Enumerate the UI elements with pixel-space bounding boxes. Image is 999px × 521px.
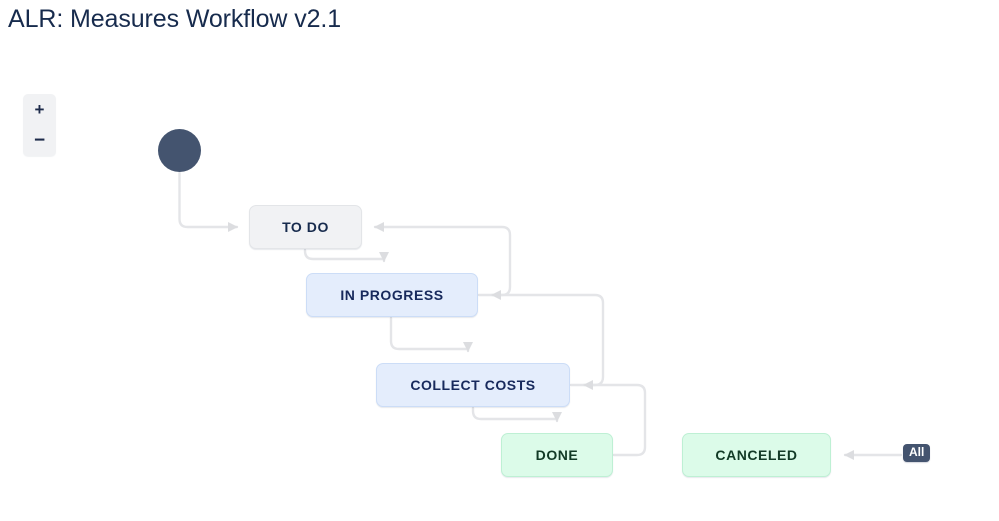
node-label: IN PROGRESS [340, 287, 444, 303]
edge-badge-all[interactable]: All [903, 444, 931, 463]
workflow-node-in-progress[interactable]: IN PROGRESS [306, 273, 478, 317]
workflow-node-to-do[interactable]: TO DO [249, 205, 362, 249]
edge-start-to-todo [178, 171, 239, 232]
node-label: CANCELED [715, 447, 798, 463]
node-label: TO DO [282, 219, 329, 235]
zoom-out-button[interactable]: − [33, 130, 46, 151]
edge-collect-costs-to-done [471, 406, 562, 423]
zoom-in-button[interactable]: + [34, 100, 45, 119]
zoom-controls: + − [23, 94, 56, 156]
node-label: COLLECT COSTS [410, 377, 536, 393]
workflow-node-collect-costs[interactable]: COLLECT COSTS [376, 363, 570, 407]
workflow-start-node[interactable] [158, 129, 201, 172]
edge-todo-to-in-progress [303, 248, 389, 263]
workflow-node-done[interactable]: DONE [501, 433, 613, 477]
page-title: ALR: Measures Workflow v2.1 [8, 5, 342, 33]
workflow-node-canceled[interactable]: CANCELED [682, 433, 831, 477]
edge-in-progress-to-collect-costs [389, 316, 473, 353]
node-label: DONE [535, 447, 579, 463]
